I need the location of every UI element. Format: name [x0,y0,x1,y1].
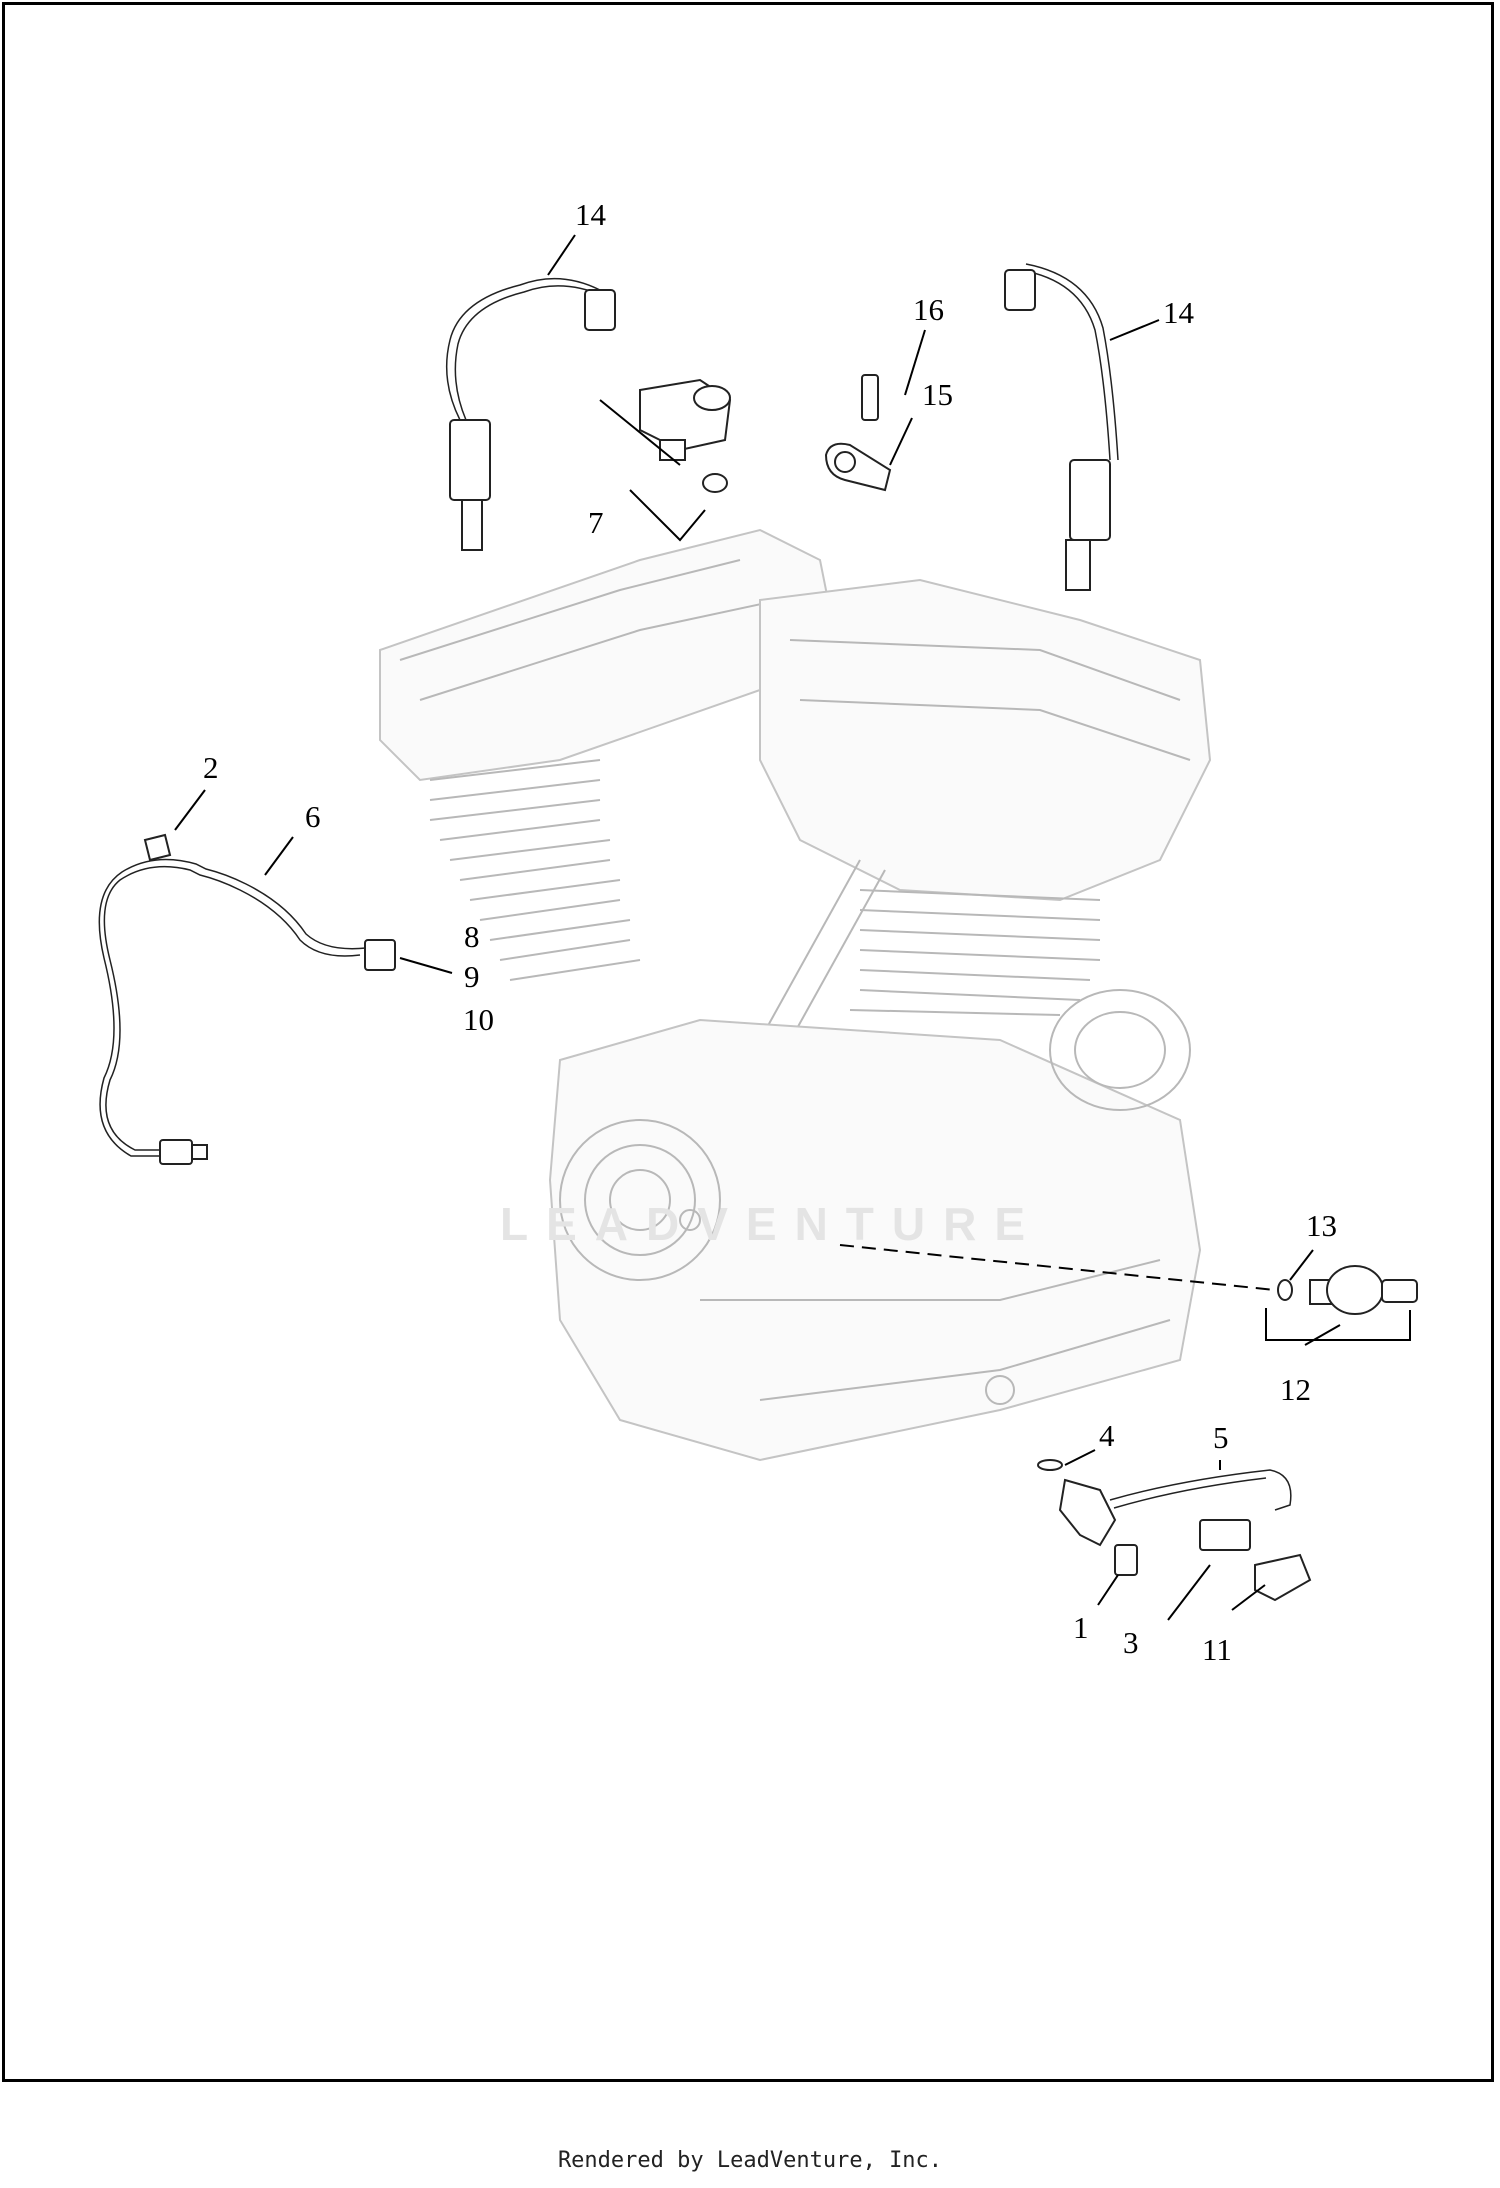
callout-12: 12 [1280,1372,1311,1407]
callout-14-right: 14 [1163,295,1195,330]
oil-pressure-sensor [839,1244,1418,1315]
callout-16: 16 [913,292,944,327]
map-sensor [639,378,732,493]
oxygen-sensor-front [1004,263,1119,591]
crank-position-sensor [1037,1459,1312,1602]
callout-13: 13 [1306,1208,1337,1243]
callout-5: 5 [1213,1420,1229,1455]
callout-10: 10 [463,1002,494,1037]
watermark-text: LEADVENTURE [500,1198,1043,1250]
leader-lines [174,234,1411,1621]
callout-3: 3 [1123,1625,1139,1660]
oxygen-sensor-rear [445,277,616,551]
callout-8: 8 [464,919,480,954]
temperature-sensor-harness [98,833,396,1165]
diagram-border [2,2,1494,2082]
callout-14-left: 14 [575,197,607,232]
callout-1: 1 [1073,1610,1089,1645]
callout-2: 2 [203,750,219,785]
callout-7: 7 [588,505,604,540]
footer-credit: Rendered by LeadVenture, Inc. [557,2148,943,2173]
callout-labels: 14 14 16 15 7 2 6 8 9 10 13 12 4 5 1 3 1… [203,197,1337,1667]
callout-15: 15 [922,377,953,412]
engine-block-ghost: LEADVENTURE [379,528,1212,1462]
callout-11: 11 [1202,1632,1232,1667]
knock-sensor [824,374,892,492]
callout-6: 6 [305,799,321,834]
callout-9: 9 [464,959,480,994]
callout-4: 4 [1099,1418,1115,1453]
